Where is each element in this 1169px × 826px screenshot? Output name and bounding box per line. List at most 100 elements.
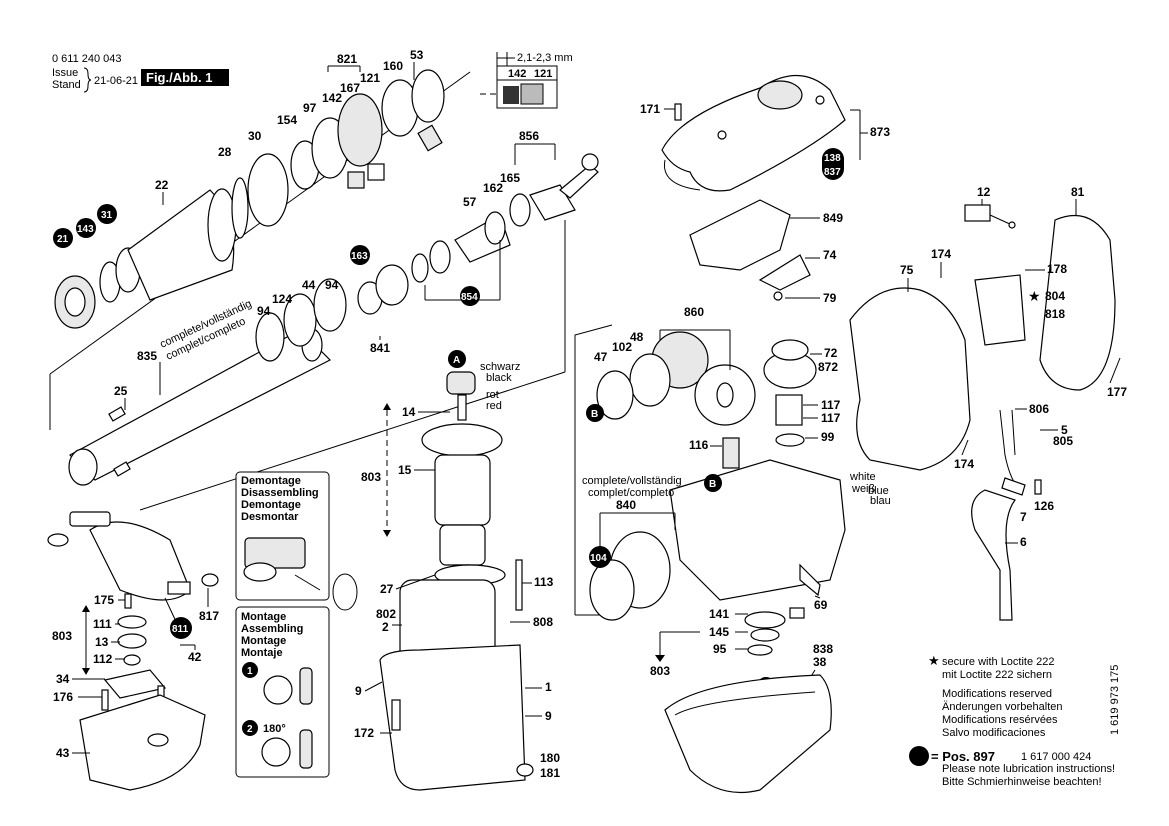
- label-25: 25: [114, 384, 128, 398]
- issue-label: Issue: [52, 67, 78, 79]
- detail-142: 142: [508, 68, 526, 80]
- gear-parts: [589, 331, 846, 656]
- issue-date: 21-06-21: [94, 75, 138, 87]
- svg-text:B: B: [591, 409, 598, 420]
- stand-label: Stand: [52, 79, 81, 91]
- wire-red: red: [486, 400, 502, 412]
- label-38: 38: [813, 655, 827, 669]
- loctite-note-1: secure with Loctite 222: [942, 656, 1055, 668]
- label-805: 805: [1053, 434, 1073, 448]
- label-79: 79: [823, 291, 837, 305]
- top-cover: [661, 74, 846, 192]
- loctite-star-icon: ★: [928, 654, 940, 669]
- label-69: 69: [814, 598, 828, 612]
- label-30: 30: [248, 129, 262, 143]
- label-99: 99: [821, 430, 835, 444]
- label-177: 177: [1107, 385, 1127, 399]
- label-873: 873: [870, 125, 890, 139]
- wire-weiss: weiß: [851, 483, 876, 495]
- wire-blue: blue: [868, 485, 889, 497]
- label-817: 817: [199, 609, 219, 623]
- angle-label: 180°: [263, 723, 286, 735]
- montage-line-1: Montage: [241, 611, 286, 623]
- gear-cover: [664, 674, 832, 794]
- montage-box: Montage Assembling Montage Montaje 1 2 1…: [235, 606, 330, 778]
- label-141: 141: [709, 607, 729, 621]
- label-856: 856: [519, 129, 539, 143]
- label-803c: 803: [650, 664, 670, 678]
- label-2: 2: [382, 620, 389, 634]
- label-95: 95: [713, 642, 727, 656]
- label-121: 121: [360, 71, 380, 85]
- power-cable: [971, 409, 1042, 621]
- side-doc-number: 1 619 973 175: [1109, 665, 1121, 735]
- callout-138-837: 138 837: [822, 148, 844, 180]
- label-44: 44: [302, 278, 316, 292]
- label-818: 818: [1045, 307, 1065, 321]
- label-74: 74: [823, 248, 837, 262]
- dimension-label: 2,1-2,3 mm: [517, 52, 573, 64]
- notes-block: ★ secure with Loctite 222 mit Loctite 22…: [909, 654, 1121, 788]
- montage-line-2: Assembling: [241, 623, 303, 635]
- svg-text:21: 21: [57, 234, 69, 245]
- impact-mechanism: [411, 153, 599, 283]
- label-28: 28: [218, 145, 232, 159]
- svg-text:31: 31: [101, 210, 113, 221]
- label-154: 154: [277, 113, 297, 127]
- switch-assembly: [689, 199, 811, 301]
- label-178: 178: [1047, 262, 1067, 276]
- label-53: 53: [410, 48, 424, 62]
- label-803a: 803: [52, 629, 72, 643]
- label-860: 860: [684, 305, 704, 319]
- label-42: 42: [188, 650, 202, 664]
- label-117a: 117: [821, 398, 841, 412]
- label-821: 821: [337, 52, 357, 66]
- label-126: 126: [1034, 499, 1054, 513]
- lubrication-note-1: Please note lubrication instructions!: [942, 763, 1115, 775]
- label-12: 12: [977, 185, 991, 199]
- label-802: 802: [376, 607, 396, 621]
- label-174a: 174: [931, 247, 951, 261]
- star-icon: ★: [1028, 289, 1041, 305]
- demontage-box: Demontage Disassembling Demontage Desmon…: [235, 471, 358, 611]
- detail-121: 121: [534, 68, 552, 80]
- gear-complete-1: complete/vollständig: [582, 475, 682, 487]
- label-97: 97: [303, 101, 317, 115]
- label-176: 176: [53, 690, 73, 704]
- handle-assembly: [849, 204, 1116, 471]
- wire-black: black: [486, 372, 512, 384]
- labels-cable: 806 5 805 174 126 7 6 white weiß blue bl…: [849, 402, 1073, 549]
- callout-104: 104: [589, 546, 611, 568]
- montage-line-4: Montaje: [241, 647, 283, 659]
- callout-811: 811: [164, 597, 192, 639]
- label-175: 175: [94, 593, 114, 607]
- demontage-line-3: Demontage: [241, 499, 301, 511]
- pos-label: = Pos. 897: [931, 749, 995, 764]
- labels-top-cover: 171 873: [640, 102, 890, 160]
- label-840: 840: [616, 498, 636, 512]
- gear-complete-2: complet/completo: [588, 487, 674, 499]
- label-174b: 174: [954, 457, 974, 471]
- label-1: 1: [545, 680, 552, 694]
- label-94a: 94: [325, 278, 339, 292]
- label-804: 804: [1045, 289, 1065, 303]
- montage-line-3: Montage: [241, 635, 286, 647]
- label-806: 806: [1029, 402, 1049, 416]
- label-81: 81: [1071, 185, 1085, 199]
- montage-step-2: 2: [247, 724, 253, 735]
- marker-A-1: A: [448, 350, 466, 368]
- figure-label-box: [141, 69, 229, 86]
- label-117b: 117: [821, 411, 841, 425]
- label-808: 808: [533, 615, 553, 629]
- doc-number: 0 611 240 043: [52, 53, 122, 65]
- loctite-note-2: mit Loctite 222 sichern: [942, 669, 1052, 681]
- front-nose-assembly: [54, 69, 445, 329]
- modifications-1: Modifications reserved: [942, 688, 1052, 700]
- labels-handle: 12 81 174 75 178 804 ★ 818 177: [900, 185, 1127, 399]
- demontage-line-2: Disassembling: [241, 487, 319, 499]
- callout-143: 143: [76, 218, 96, 238]
- labels-top-left: 821 53 160 121 167 142 97 154 30 28 22: [155, 48, 424, 205]
- svg-text:143: 143: [77, 224, 94, 235]
- label-48: 48: [630, 330, 644, 344]
- label-15: 15: [398, 463, 412, 477]
